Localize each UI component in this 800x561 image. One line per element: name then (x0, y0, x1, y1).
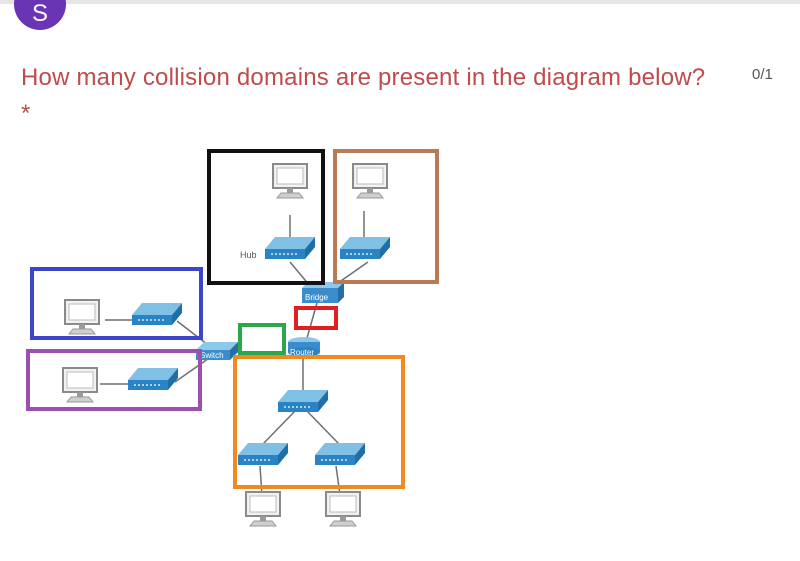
pc-icon (352, 163, 388, 199)
switch-lower-domain-box (26, 349, 202, 411)
hub-domain-box (207, 149, 325, 285)
switch-icon: Switch (196, 342, 238, 360)
switch-label: Switch (200, 351, 224, 360)
bridge-label: Bridge (305, 293, 329, 302)
bridge-icon: Bridge (302, 282, 344, 303)
question-text: How many collision domains are present i… (21, 64, 706, 127)
pc-icon (272, 163, 308, 199)
user-avatar[interactable]: S (14, 0, 66, 30)
router-lower-domain-box (233, 355, 405, 489)
hub-icon (264, 236, 316, 260)
pc-icon (62, 367, 98, 403)
switch-icon (131, 302, 183, 326)
hub-label: Hub (240, 250, 257, 260)
hub-icon (314, 442, 366, 466)
links (100, 211, 369, 496)
switch-upper-domain-box (30, 267, 203, 340)
pc-icon (64, 299, 100, 335)
router-icon: Router (288, 337, 320, 357)
bridge-router-link-box (294, 306, 338, 330)
hub-icon (277, 389, 329, 413)
router-label: Router (290, 348, 314, 357)
bridge-domain-box (333, 149, 439, 284)
top-bar (0, 0, 800, 4)
question-score: 0/1 (752, 66, 773, 83)
switch-router-link-box (238, 323, 286, 355)
avatar-initial: S (31, 0, 48, 27)
pc-icon (245, 491, 281, 527)
switch-icon (339, 236, 391, 260)
switch-icon (127, 367, 179, 391)
network-diagram: Bridge Switch Router Hub (26, 149, 439, 527)
pc-icon (325, 491, 361, 527)
hub-icon (237, 442, 289, 466)
